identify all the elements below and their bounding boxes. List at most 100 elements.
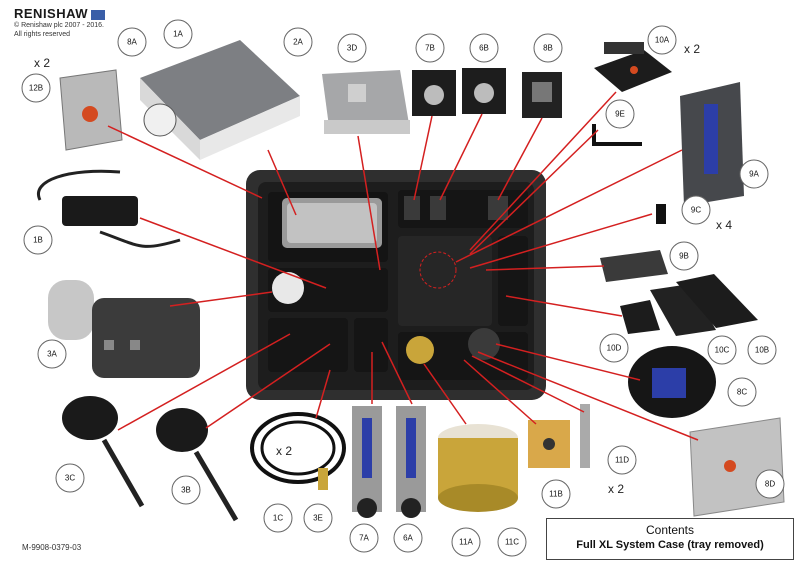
callout-label: 6A — [403, 534, 413, 543]
pin-11d — [580, 404, 590, 468]
mount-6b — [462, 68, 506, 114]
callout-9b: 9B — [669, 241, 699, 271]
probe-3b — [156, 408, 239, 522]
qty-10a: x 2 — [684, 42, 701, 56]
logo-mark — [91, 9, 106, 20]
callout-6a: 6A — [393, 523, 423, 553]
logo-text: RENISHAW — [14, 6, 89, 21]
callout-6b: 6B — [469, 33, 499, 63]
cylinder-11a — [438, 424, 518, 512]
strip-10d — [620, 300, 660, 334]
strip-10b — [676, 274, 758, 328]
block-11b — [528, 420, 570, 468]
callout-1a: 1A — [163, 19, 193, 49]
copyright-line: © Renishaw plc 2007 - 2016. — [14, 22, 104, 29]
callout-8c: 8C — [727, 377, 757, 407]
callout-label: 8A — [127, 38, 137, 47]
callout-9a: 9A — [739, 159, 769, 189]
rights-line: All rights reserved — [14, 31, 71, 38]
callout-10c: 10C — [707, 335, 737, 365]
qty-9c: x 4 — [716, 218, 733, 232]
callout-3c: 3C — [55, 463, 85, 493]
callout-label: 11A — [459, 538, 473, 547]
mount-7b — [412, 70, 456, 116]
callout-labels: 8A 1A 2A 3D 7B 6B 8B 10A 12B 9E 9A 1B 9C 9B 3A 10D 10C 10… — [21, 19, 785, 557]
bracket-8b — [522, 72, 562, 118]
cable-1c — [250, 412, 346, 490]
probe-3c — [62, 396, 145, 508]
qty-11d: x 2 — [608, 482, 625, 496]
callout-label: 11B — [549, 490, 563, 499]
callout-12b: 12B — [21, 73, 51, 103]
callout-label: 9E — [615, 110, 625, 119]
callout-8b: 8B — [533, 33, 563, 63]
callout-label: 9B — [679, 252, 689, 261]
leader-lines — [107, 91, 699, 441]
head-8c — [628, 346, 716, 418]
bracket-9b — [600, 250, 668, 282]
callout-label: 12B — [29, 84, 43, 93]
callout-label: 1C — [273, 514, 283, 523]
module-3d — [322, 70, 410, 134]
screw-9c — [656, 204, 666, 224]
callout-9e: 9E — [605, 99, 635, 129]
contents-subtitle: Full XL System Case (tray removed) — [576, 539, 764, 551]
callout-label: 11D — [615, 456, 629, 465]
callout-label: 8C — [737, 388, 747, 397]
callout-label: 8D — [765, 480, 775, 489]
callout-label: 10C — [715, 346, 730, 355]
callout-label: 2A — [293, 38, 303, 47]
callout-label: 10A — [655, 36, 670, 45]
callout-10d: 10D — [599, 333, 629, 363]
callout-label: 6B — [479, 44, 489, 53]
callout-label: 7B — [425, 44, 435, 53]
renishaw-logo: RENISHAW — [14, 6, 106, 21]
callout-9c: 9C — [681, 195, 711, 225]
qty-12b: x 2 — [34, 56, 51, 70]
callout-3a: 3A — [37, 339, 67, 369]
callout-3b: 3B — [171, 475, 201, 505]
power-supply-1b — [37, 169, 181, 248]
callout-10a: 10A — [647, 25, 677, 55]
callout-label: 3E — [313, 514, 323, 523]
copyright-notice: © Renishaw plc 2007 - 2016. All rights r… — [14, 21, 104, 39]
callout-8d: 8D — [755, 469, 785, 499]
callout-label: 3B — [181, 486, 191, 495]
callout-label: 1B — [33, 236, 43, 245]
unit-3a — [48, 280, 200, 378]
optic-7a — [352, 406, 382, 518]
case — [246, 170, 546, 400]
callout-8a: 8A — [117, 27, 147, 57]
callout-3d: 3D — [337, 33, 367, 63]
callout-11a: 11A — [451, 527, 481, 557]
hex-key-9e — [592, 124, 642, 146]
callout-label: 3A — [47, 350, 57, 359]
callout-11b: 11B — [541, 479, 571, 509]
callout-10b: 10B — [747, 335, 777, 365]
callout-label: 7A — [359, 534, 369, 543]
callout-11c: 11C — [497, 527, 527, 557]
optic-6a — [396, 406, 426, 518]
callout-label: 10D — [607, 344, 622, 353]
callout-label: 10B — [755, 346, 769, 355]
callout-11d: 11D — [607, 445, 637, 475]
plate-8d — [689, 417, 785, 517]
callout-2a: 2A — [283, 27, 313, 57]
plate-12b — [59, 69, 123, 151]
callout-label: 11C — [505, 538, 519, 547]
callout-1c: 1C — [263, 503, 293, 533]
qty-1c: x 2 — [276, 444, 293, 458]
contents-heading: Contents — [645, 523, 695, 537]
callout-7b: 7B — [415, 33, 445, 63]
callout-label: 3D — [347, 44, 357, 53]
callout-label: 8B — [543, 44, 553, 53]
callout-1b: 1B — [23, 225, 53, 255]
callout-7a: 7A — [349, 523, 379, 553]
callout-label: 9A — [749, 170, 759, 179]
callout-label: 3C — [65, 474, 75, 483]
callout-label: 1A — [173, 30, 183, 39]
callout-3e: 3E — [303, 503, 333, 533]
document-reference: M-9908-0379-03 — [22, 543, 82, 552]
laser-unit-1a — [140, 40, 300, 160]
